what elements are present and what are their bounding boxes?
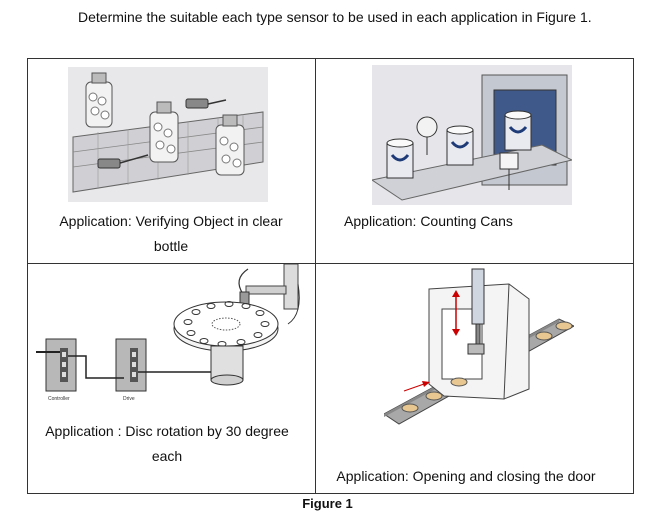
table-divider-vertical	[315, 59, 316, 493]
door-mechanism-illustration	[384, 268, 574, 425]
figure-table: Application: Verifying Object in clear b…	[27, 58, 634, 494]
cell-caption: Application: Verifying Object in clear b…	[59, 213, 283, 254]
cell-bottle-verification: Application: Verifying Object in clear b…	[28, 59, 315, 263]
cell-caption: Application: Opening and closing the doo…	[336, 468, 596, 484]
cell-can-counting: Application: Counting Cans	[316, 59, 635, 263]
table-divider-horizontal	[28, 263, 633, 264]
cell-caption: Application: Counting Cans	[344, 213, 513, 229]
cell-disc-rotation: Controller Drive Application : Disc rota…	[28, 264, 315, 495]
instruction-text: Determine the suitable each type sensor …	[78, 9, 592, 25]
cell-door-control: Application: Opening and closing the doo…	[316, 264, 635, 495]
drive-label: Drive	[123, 396, 135, 402]
can-conveyor-illustration	[372, 65, 572, 205]
cell-caption: Application : Disc rotation by 30 degree…	[45, 423, 289, 464]
disc-rotation-illustration: Controller Drive	[36, 264, 300, 402]
controller-label: Controller	[48, 396, 70, 402]
figure-label: Figure 1	[302, 496, 353, 511]
bottle-conveyor-illustration	[68, 67, 268, 202]
